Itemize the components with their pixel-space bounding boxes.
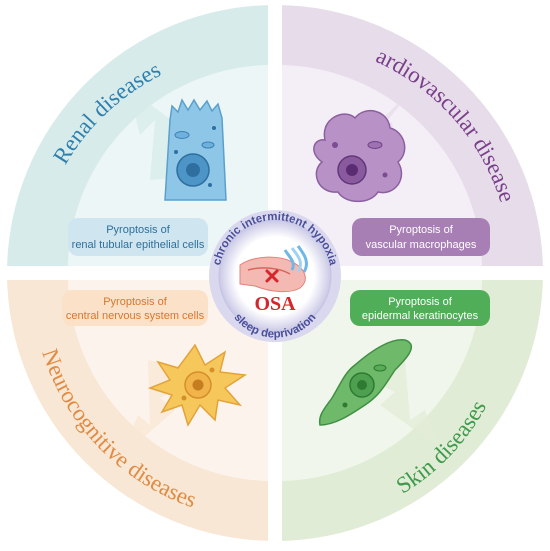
- pill-neuro-line2: central nervous system cells: [66, 310, 205, 322]
- pill-cardio-line1: Pyroptosis of: [389, 224, 454, 236]
- keratinocyte-cell-illustration: [318, 339, 412, 426]
- renal-tubular-cell-illustration: [164, 98, 227, 201]
- pill-skin-line2: epidermal keratinocytes: [362, 310, 479, 322]
- pill-renal-line1: Pyroptosis of: [106, 224, 171, 236]
- pill-renal-bg: [68, 218, 208, 256]
- pill-renal-line2: renal tubular epithelial cells: [72, 239, 205, 251]
- pill-cardio-line2: vascular macrophages: [366, 239, 477, 251]
- macrophage-cell-illustration: [313, 109, 406, 203]
- arrow-skin: [350, 360, 440, 448]
- pill-skin-bg: [350, 290, 490, 326]
- pill-skin-line1: Pyroptosis of: [388, 296, 453, 308]
- neuron-cell-illustration: [147, 343, 248, 427]
- pill-neuro: Pyroptosis of central nervous system cel…: [62, 290, 208, 326]
- pill-neuro-bg: [62, 290, 208, 326]
- pill-neuro-line1: Pyroptosis of: [103, 296, 168, 308]
- pill-cardio-bg: [352, 218, 490, 256]
- center-title: OSA: [254, 293, 296, 315]
- pill-skin: Pyroptosis of epidermal keratinocytes: [350, 290, 490, 326]
- pill-renal: Pyroptosis of renal tubular epithelial c…: [68, 218, 208, 256]
- pills: Pyroptosis of renal tubular epithelial c…: [62, 218, 490, 326]
- blocked-x-icon: [265, 269, 279, 283]
- airway-illustration: [239, 245, 308, 293]
- pill-cardio: Pyroptosis of vascular macrophages: [352, 218, 490, 256]
